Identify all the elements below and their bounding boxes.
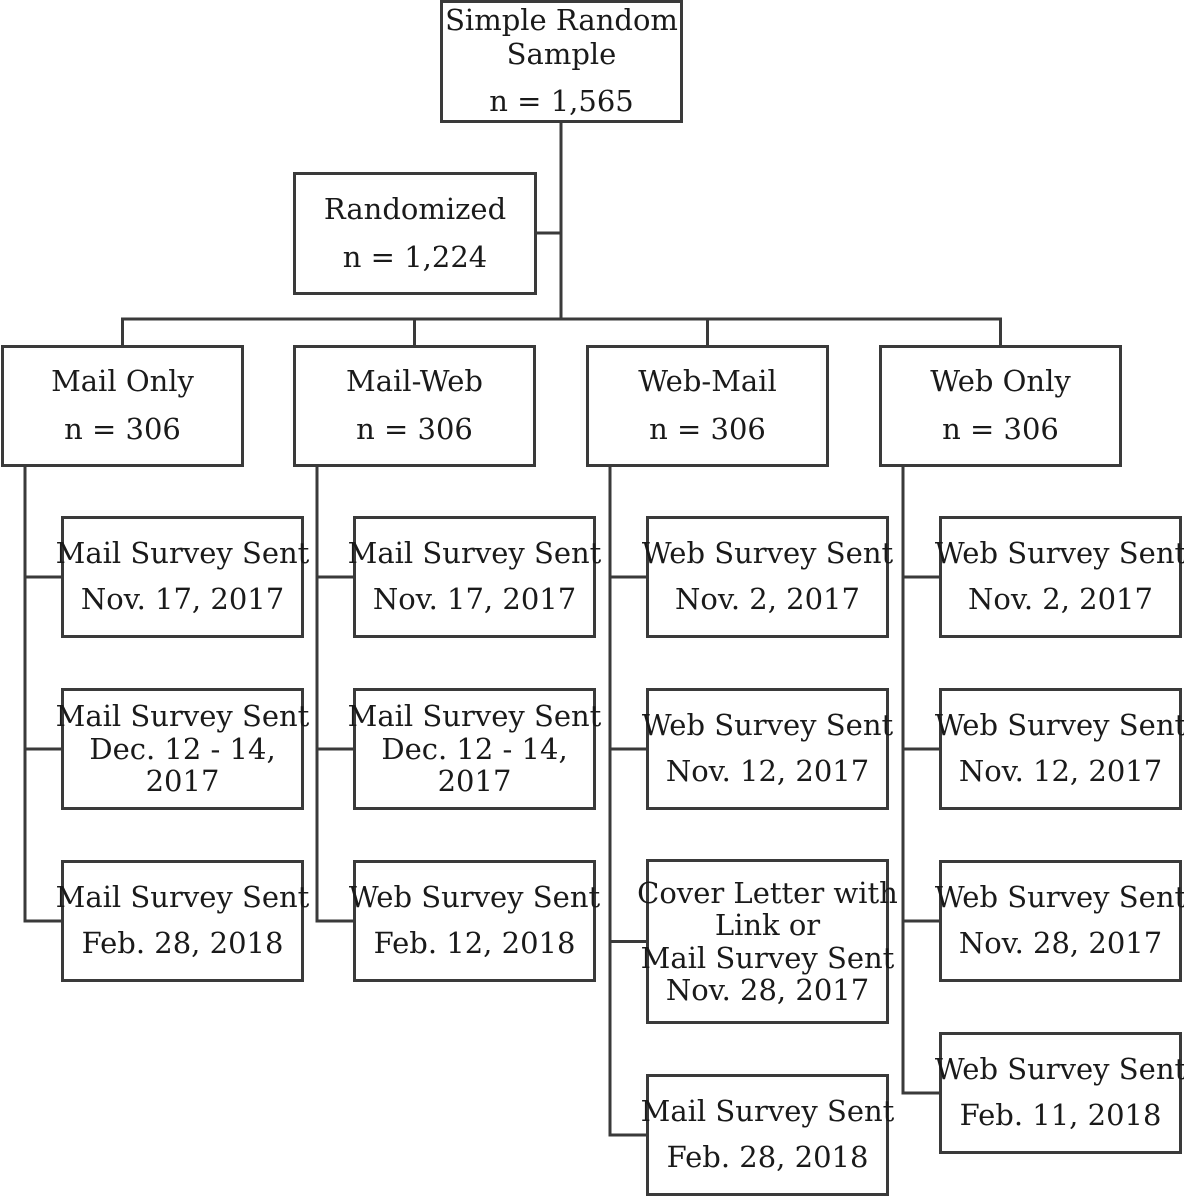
node-text-line: Mail Survey Sent [55, 880, 310, 915]
group-label: Mail Only [51, 364, 194, 399]
group-label: Web-Mail [638, 364, 777, 399]
node-text-line: Web Survey Sent [934, 708, 1184, 743]
node-text-line: Nov. 2, 2017 [968, 582, 1153, 616]
node-text-line: Mail Survey Sent [347, 536, 602, 571]
node-text-line: Nov. 2, 2017 [675, 582, 860, 616]
node-text-line: 2017 [437, 764, 512, 799]
node-simple-random-sample: Simple Random Sample n = 1,565 [440, 0, 683, 123]
node-text-line: Feb. 28, 2018 [666, 1140, 869, 1174]
node-text-line: Mail Survey Sent [640, 940, 895, 975]
group-node-web-mail: Web-Mail n = 306 [586, 345, 829, 467]
node-text-line: Feb. 28, 2018 [81, 926, 284, 960]
group-node-web-only: Web Only n = 306 [879, 345, 1122, 467]
group-label: Web Only [930, 364, 1071, 399]
node-text-line: Nov. 12, 2017 [665, 754, 870, 788]
node-text-line: Feb. 12, 2018 [373, 926, 576, 960]
node-text-line: Web Survey Sent [934, 880, 1184, 915]
node-text-line: Web Survey Sent [348, 880, 601, 915]
node-count: n = 1,565 [489, 84, 634, 119]
node-text-line: Feb. 11, 2018 [959, 1098, 1162, 1132]
group-count: n = 306 [64, 412, 181, 446]
node-text-line: Mail Survey Sent [55, 699, 310, 734]
node-label: Simple Random [445, 3, 678, 38]
group-count: n = 306 [942, 412, 1059, 446]
node-text-line: Web Survey Sent [641, 708, 894, 743]
node-text-line: Link or [714, 908, 821, 943]
node-text-line: Web Survey Sent [641, 536, 894, 571]
node-text-line: Dec. 12 - 14, [381, 731, 568, 766]
node-count: n = 1,224 [342, 239, 488, 274]
node-text-line: Mail Survey Sent [640, 1094, 895, 1129]
node-label: Sample [506, 36, 617, 71]
node-randomized: Randomized n = 1,224 [293, 172, 537, 295]
group-node-mail-only: Mail Only n = 306 [1, 345, 244, 467]
node-text-line: Nov. 12, 2017 [958, 754, 1163, 788]
node-text-line: Web Survey Sent [934, 536, 1184, 571]
node-text-line: Nov. 28, 2017 [958, 926, 1163, 960]
node-text-line: Mail Survey Sent [347, 699, 602, 734]
node-text-line: Web Survey Sent [934, 1052, 1184, 1087]
node-text-line: Mail Survey Sent [55, 536, 310, 571]
node-label: Randomized [323, 191, 507, 226]
node-text-line: 2017 [145, 764, 220, 799]
node-text-line: Dec. 12 - 14, [89, 731, 276, 766]
node-text-line: Cover Letter with [637, 875, 898, 910]
group-count: n = 306 [356, 412, 473, 446]
node-text-line: Nov. 28, 2017 [665, 972, 870, 1007]
group-count: n = 306 [649, 412, 766, 446]
node-text-line: Nov. 17, 2017 [372, 582, 577, 616]
group-label: Mail-Web [346, 364, 483, 399]
group-node-mail-web: Mail-Web n = 306 [293, 345, 536, 467]
node-text-line: Nov. 17, 2017 [80, 582, 285, 616]
